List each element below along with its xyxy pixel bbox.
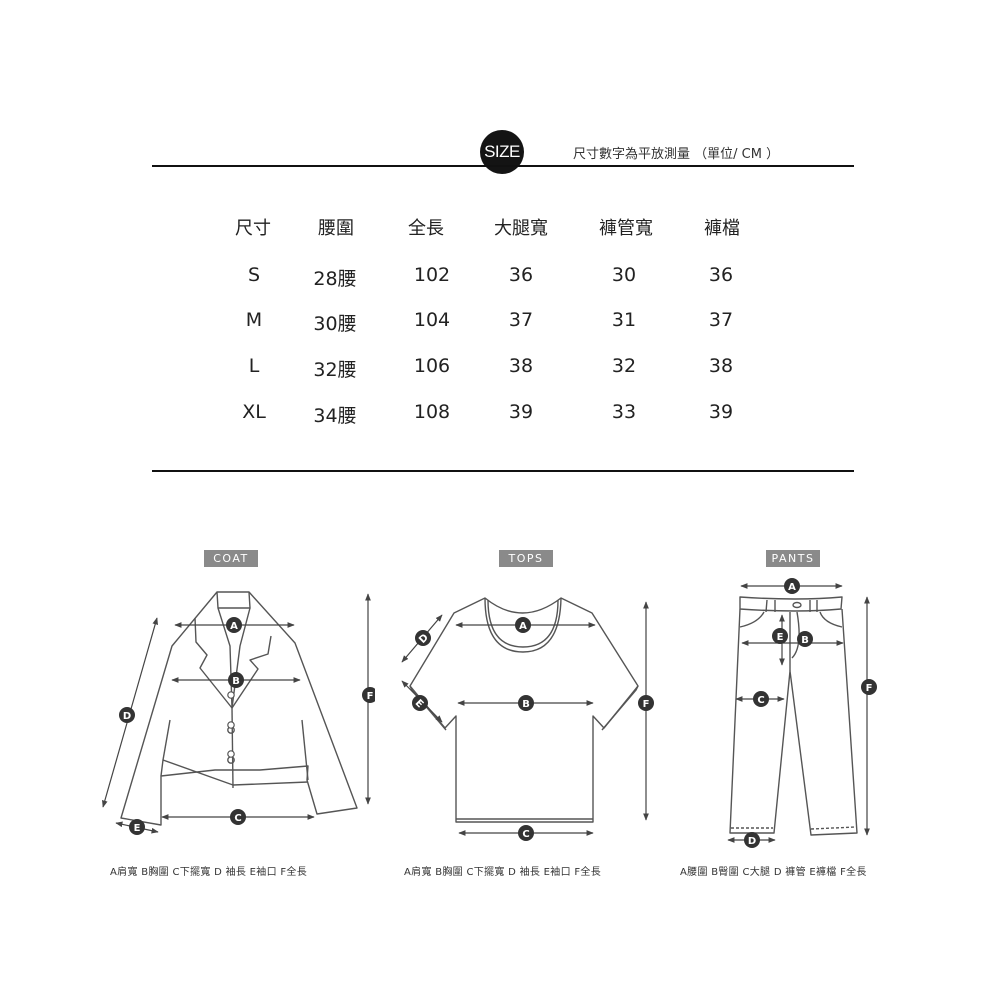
svg-text:F: F <box>367 691 374 702</box>
pants-markers: A E B C D F <box>744 578 877 848</box>
svg-text:B: B <box>232 676 240 687</box>
pants-label: PANTS <box>766 550 820 567</box>
table-cell: 32 <box>611 355 637 377</box>
table-cell: 30 <box>611 264 637 286</box>
tops-markers: A B C D E F <box>412 617 654 841</box>
bottom-divider <box>152 470 854 472</box>
svg-text:C: C <box>522 829 529 840</box>
coat-diagram: A B C D E F <box>102 591 375 835</box>
svg-text:B: B <box>801 635 809 646</box>
svg-text:F: F <box>866 683 873 694</box>
pants-legend: A腰圍 B臀圍 C大腿 D 褲管 E褲檔 F全長 <box>680 867 867 878</box>
table-cell: 39 <box>708 401 734 423</box>
column-header-rise: 褲檔 <box>704 218 740 239</box>
column-header-thigh: 大腿寬 <box>494 218 548 239</box>
table-cell: 106 <box>413 355 451 377</box>
coat-markers: A B C D E F <box>119 617 375 835</box>
table-cell: 30腰 <box>313 313 357 335</box>
table-cell: 31 <box>611 309 637 331</box>
table-cell: 37 <box>508 309 534 331</box>
table-cell: 104 <box>413 309 451 331</box>
table-cell: L <box>248 355 260 377</box>
tops-label: TOPS <box>499 550 553 567</box>
pants-diagram: A E B C D F <box>727 578 877 848</box>
svg-text:B: B <box>522 699 530 710</box>
size-badge: SIZE <box>480 130 524 174</box>
table-cell: 37 <box>708 309 734 331</box>
table-cell: 32腰 <box>313 359 357 381</box>
coat-label: COAT <box>204 550 258 567</box>
svg-text:A: A <box>519 621 527 632</box>
svg-text:D: D <box>748 836 756 847</box>
table-cell: 34腰 <box>313 405 357 427</box>
column-header-size: 尺寸 <box>235 218 271 239</box>
svg-text:C: C <box>234 813 241 824</box>
top-divider <box>152 165 854 167</box>
coat-legend: A肩寬 B胸圍 C下擺寬 D 袖長 E袖口 F全長 <box>110 867 308 878</box>
table-cell: 108 <box>413 401 451 423</box>
svg-text:E: E <box>777 632 784 643</box>
column-header-length: 全長 <box>408 218 444 239</box>
svg-text:A: A <box>230 621 238 632</box>
table-cell: 28腰 <box>313 268 357 290</box>
svg-text:E: E <box>134 823 141 834</box>
svg-text:A: A <box>788 582 796 593</box>
svg-text:D: D <box>123 711 131 722</box>
tops-diagram: A B C D E F <box>401 597 654 841</box>
unit-note: 尺寸數字為平放測量 （單位/ CM ） <box>573 147 780 162</box>
table-cell: S <box>247 264 261 286</box>
column-header-waist: 腰圍 <box>318 218 354 239</box>
table-cell: 102 <box>413 264 451 286</box>
table-cell: 36 <box>508 264 534 286</box>
table-cell: 36 <box>708 264 734 286</box>
table-cell: 38 <box>508 355 534 377</box>
table-cell: XL <box>242 401 266 423</box>
table-cell: 39 <box>508 401 534 423</box>
table-cell: M <box>245 309 263 331</box>
table-cell: 38 <box>708 355 734 377</box>
column-header-leg-opening: 褲管寬 <box>599 218 653 239</box>
tops-legend: A肩寬 B胸圍 C下擺寬 D 袖長 E袖口 F全長 <box>404 867 602 878</box>
table-cell: 33 <box>611 401 637 423</box>
svg-text:F: F <box>643 699 650 710</box>
svg-text:C: C <box>757 695 764 706</box>
